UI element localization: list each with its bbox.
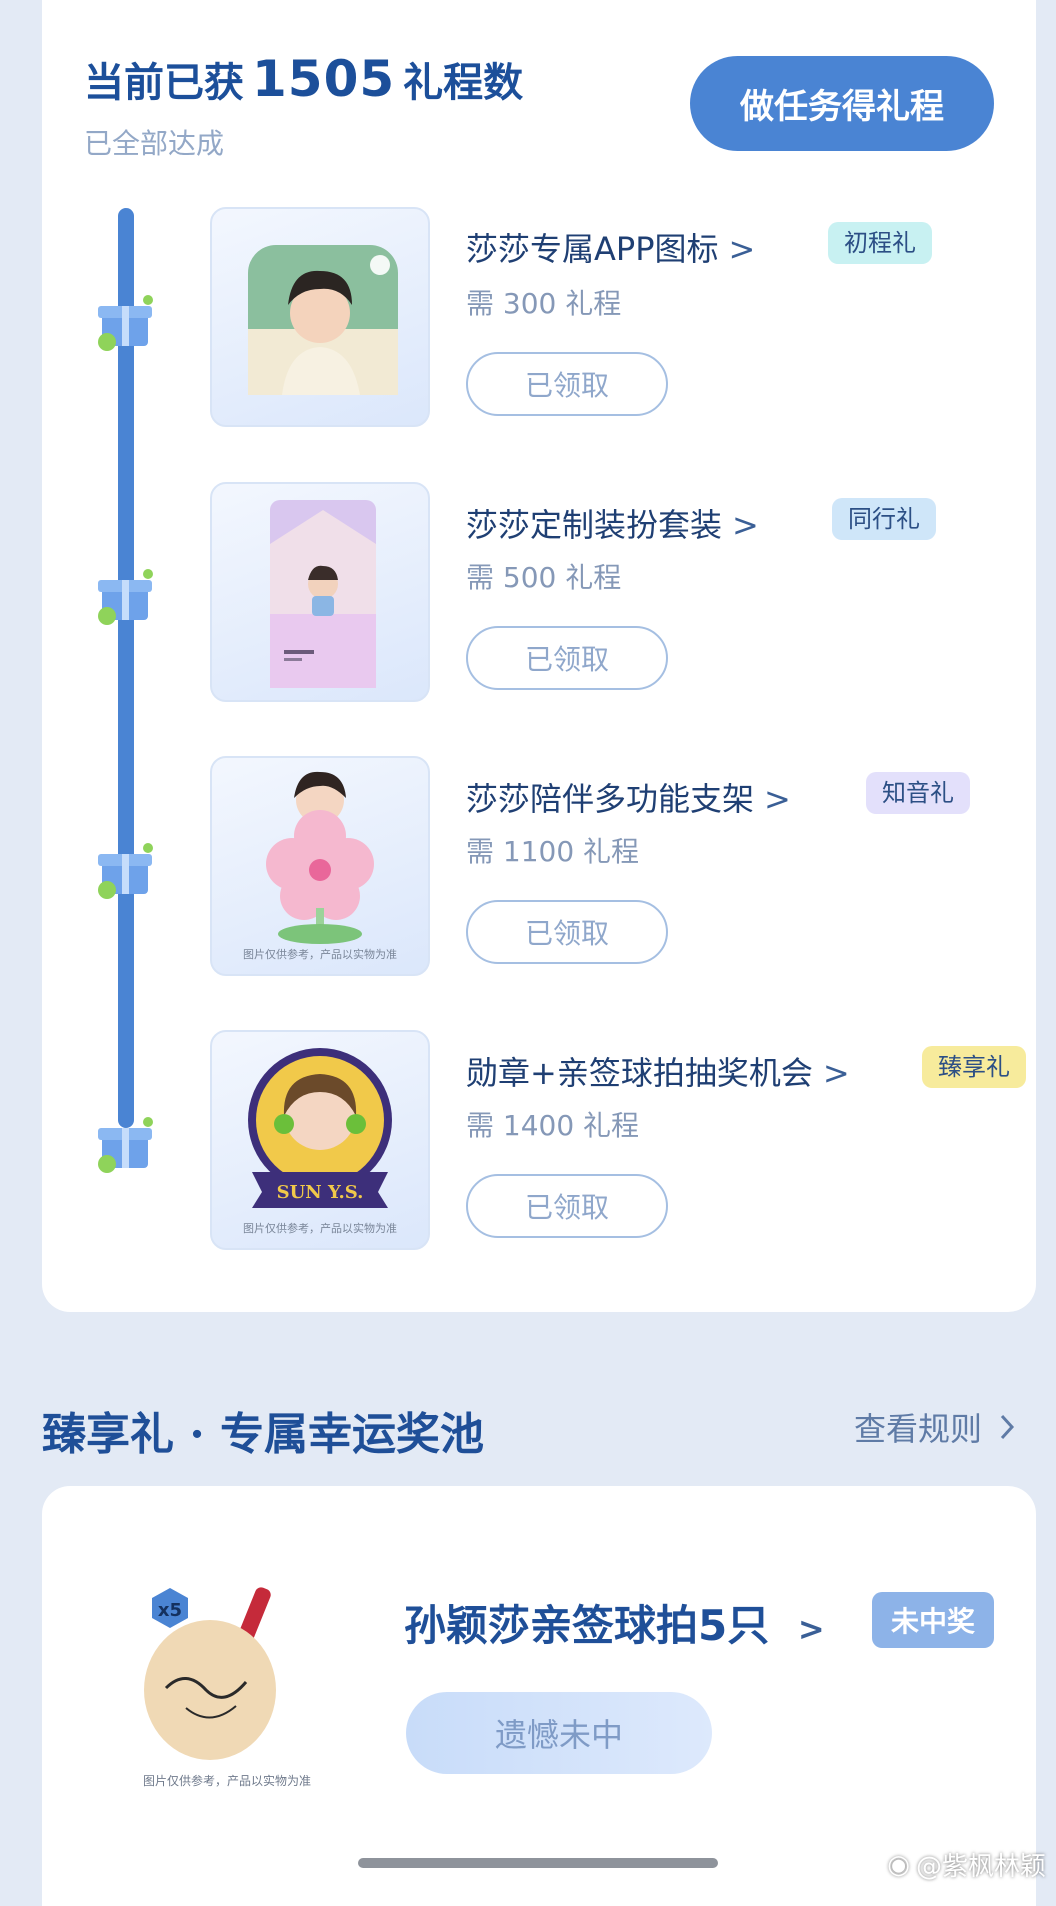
reward-title-badge-racket[interactable]: 勋章+亲签球拍抽奖机会>	[466, 1048, 850, 1094]
reward-title-outfit-set[interactable]: 莎莎定制装扮套装>	[466, 500, 759, 546]
gift-box-icon	[98, 843, 153, 899]
claimed-button[interactable]: 已领取	[466, 900, 668, 964]
reward-title-text: 莎莎专属APP图标	[466, 230, 719, 268]
timeline-rail	[118, 208, 134, 1128]
reward-requirement: 需 1100 礼程	[466, 835, 640, 868]
chevron-right-icon: >	[822, 1054, 850, 1092]
stand-thumbnail[interactable]: 图片仅供参考，产品以实物为准	[210, 756, 430, 976]
reward-title-text: 勋章+亲签球拍抽奖机会	[466, 1054, 813, 1092]
reward-requirement: 需 500 礼程	[466, 561, 622, 594]
tier-badge-premium: 臻享礼	[922, 1046, 1026, 1088]
reward-title-app-icon[interactable]: 莎莎专属APP图标>	[466, 224, 755, 270]
badge-thumbnail[interactable]: SUN Y.S. 图片仅供参考，产品以实物为准	[210, 1030, 430, 1250]
prize-title-text: 孙颖莎亲签球拍5只	[404, 1601, 770, 1650]
gift-box-icon	[98, 1117, 153, 1173]
multiplier-text: x5	[158, 1600, 182, 1621]
not-won-button[interactable]: 遗憾未中	[406, 1692, 712, 1774]
chevron-right-icon: >	[728, 230, 756, 268]
prize-title[interactable]: 孙颖莎亲签球拍5只 >	[404, 1592, 825, 1653]
lottery-card: x5 图片仅供参考，产品以实物为准 孙颖莎亲签球拍5只 > 未中奖 遗憾未中	[42, 1486, 1036, 1906]
watermark-text: @紫枫林颖	[915, 1852, 1046, 1882]
claimed-button[interactable]: 已领取	[466, 352, 668, 416]
stand-image	[266, 771, 374, 944]
outfit-set-thumbnail[interactable]	[210, 482, 430, 702]
gift-box-icon	[98, 569, 153, 625]
points-count: 1505	[252, 50, 396, 108]
tier-badge-confidant: 知音礼	[866, 772, 970, 814]
reward-title-stand[interactable]: 莎莎陪伴多功能支架>	[466, 774, 791, 820]
view-rules-label: 查看规则	[853, 1410, 982, 1448]
chevron-right-icon	[1000, 1414, 1015, 1440]
progress-status: 已全部达成	[84, 127, 225, 160]
progress-title-prefix: 当前已获	[84, 60, 244, 106]
app-icon-image	[248, 245, 398, 395]
app-icon-thumbnail[interactable]	[210, 207, 430, 427]
chevron-right-icon: >	[764, 780, 791, 818]
image-caption: 图片仅供参考，产品以实物为准	[142, 1774, 311, 1788]
view-rules-link[interactable]: 查看规则	[854, 1404, 1020, 1450]
lottery-section-title: 臻享礼 · 专属幸运奖池	[42, 1409, 484, 1460]
reward-requirement: 需 300 礼程	[466, 287, 622, 320]
reward-requirement: 需 1400 礼程	[466, 1109, 640, 1142]
racket-thumbnail[interactable]: x5	[126, 1568, 326, 1778]
progress-title-suffix: 礼程数	[403, 60, 524, 106]
do-tasks-button[interactable]: 做任务得礼程	[690, 56, 994, 151]
watermark: ◉ @紫枫林颖	[887, 1846, 1046, 1883]
tier-badge-companion: 同行礼	[832, 498, 936, 540]
reward-title-text: 莎莎陪伴多功能支架	[466, 780, 755, 818]
chevron-right-icon: >	[797, 1610, 825, 1648]
tier-badge-first: 初程礼	[828, 222, 932, 264]
outfit-set-image	[270, 500, 376, 688]
home-indicator[interactable]	[358, 1858, 718, 1868]
image-caption: 图片仅供参考，产品以实物为准	[243, 1222, 397, 1235]
gift-box-icon	[98, 295, 153, 351]
image-caption: 图片仅供参考，产品以实物为准	[243, 948, 397, 961]
chevron-right-icon: >	[732, 506, 759, 544]
claimed-button[interactable]: 已领取	[466, 626, 668, 690]
claimed-button[interactable]: 已领取	[466, 1174, 668, 1238]
prize-status-badge: 未中奖	[872, 1592, 994, 1648]
medal-badge-image: SUN Y.S.	[248, 1048, 392, 1208]
racket-image: x5	[144, 1587, 276, 1760]
weibo-logo-icon: ◉	[887, 1849, 910, 1880]
reward-title-text: 莎莎定制装扮套装	[466, 506, 723, 544]
badge-text: SUN Y.S.	[277, 1182, 364, 1203]
